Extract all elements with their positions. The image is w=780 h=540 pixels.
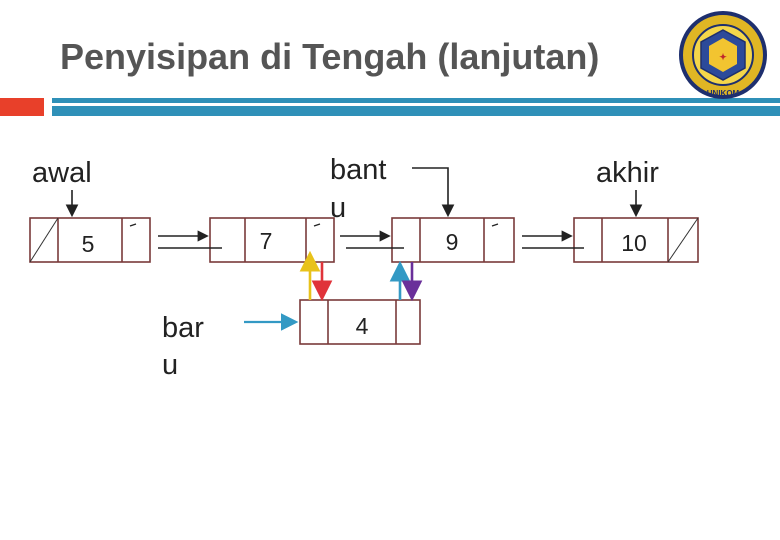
next-pointer-1 <box>129 223 222 249</box>
node-1 <box>29 217 151 263</box>
svg-text:✦: ✦ <box>719 52 727 62</box>
next-pointer-3 <box>491 223 584 249</box>
label-bantu-line1: bant <box>330 154 387 186</box>
label-akhir: akhir <box>596 157 659 189</box>
node-4-value: 10 <box>621 230 647 256</box>
node-4 <box>573 217 699 263</box>
node-3 <box>391 217 515 263</box>
title-underline-red <box>0 98 44 116</box>
bantu-pointer <box>412 167 455 218</box>
next-pointer-2 <box>313 223 404 249</box>
page-title: Penyisipan di Tengah (lanjutan) <box>60 36 600 77</box>
node-new-value: 4 <box>355 313 369 339</box>
node-1-value: 5 <box>81 231 95 257</box>
label-baru-line1: bar <box>162 312 204 344</box>
node-new <box>299 299 421 345</box>
title-underline-stripe <box>52 103 780 106</box>
label-baru-line2: u <box>162 349 179 381</box>
label-bantu-line2: u <box>330 192 347 224</box>
node-3-value: 9 <box>445 229 459 255</box>
title-underline-blue <box>52 98 780 116</box>
node-2-value: 7 <box>259 228 273 254</box>
label-awal: awal <box>32 157 92 189</box>
logo-ring-text: UNIKOM <box>707 89 740 98</box>
university-logo: ✦ UNIKOM <box>679 11 767 99</box>
node-2 <box>209 217 335 263</box>
